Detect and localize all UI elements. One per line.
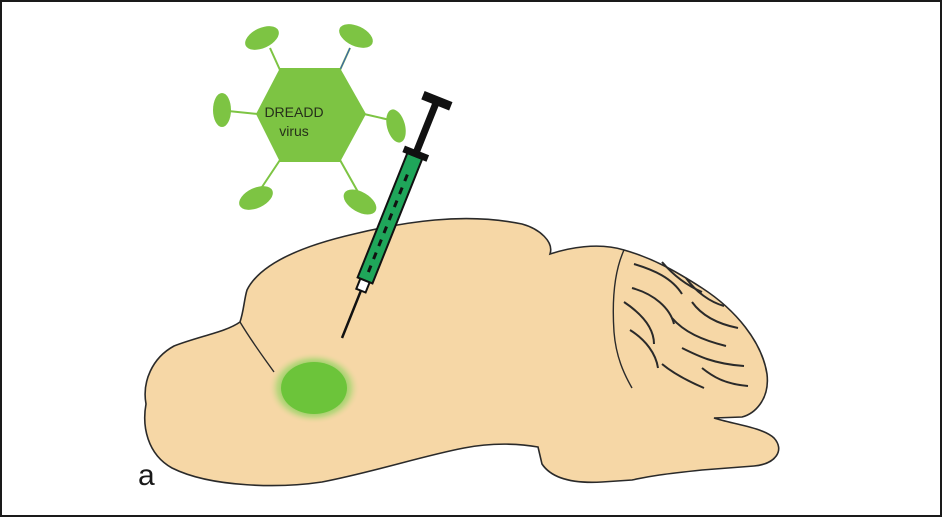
virus-label-line2: virus [254, 122, 334, 141]
virus-label: DREADD virus [254, 103, 334, 141]
panel-letter: a [138, 460, 155, 492]
brain-outline [145, 219, 779, 486]
brain-sagittal-icon [145, 219, 779, 486]
injection-site-glow [268, 352, 360, 424]
virus-label-line1: DREADD [254, 103, 334, 122]
